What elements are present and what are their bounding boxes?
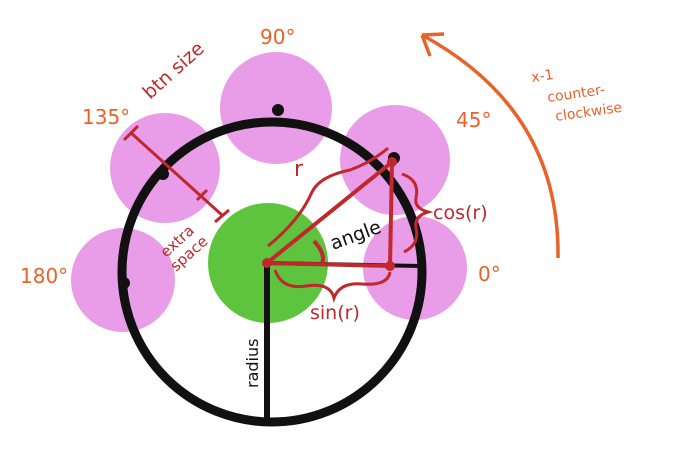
r-label: r — [294, 157, 304, 182]
rotation-multiplier: x-1 — [530, 67, 554, 86]
radius-label: radius — [243, 339, 262, 388]
label-90: 90° — [260, 25, 295, 49]
sin-brace — [273, 269, 392, 304]
angle-arc — [312, 239, 325, 265]
rotation-line1: counter- — [546, 82, 606, 106]
sin-label: sin(r) — [310, 302, 360, 324]
label-135: 135° — [82, 105, 130, 129]
cos-brace — [401, 172, 434, 254]
btn-size-label: btn size — [139, 38, 209, 104]
trig-triangle — [265, 160, 394, 268]
btn-size-measure — [122, 124, 230, 224]
label-0: 0° — [478, 262, 501, 286]
rotation-arrowhead — [420, 32, 445, 57]
r-brace — [267, 146, 389, 248]
rotation-arrow — [421, 33, 560, 259]
cos-label: cos(r) — [433, 202, 488, 224]
orbit-circle — [117, 117, 427, 427]
label-45: 45° — [456, 108, 491, 132]
label-180: 180° — [20, 264, 68, 288]
